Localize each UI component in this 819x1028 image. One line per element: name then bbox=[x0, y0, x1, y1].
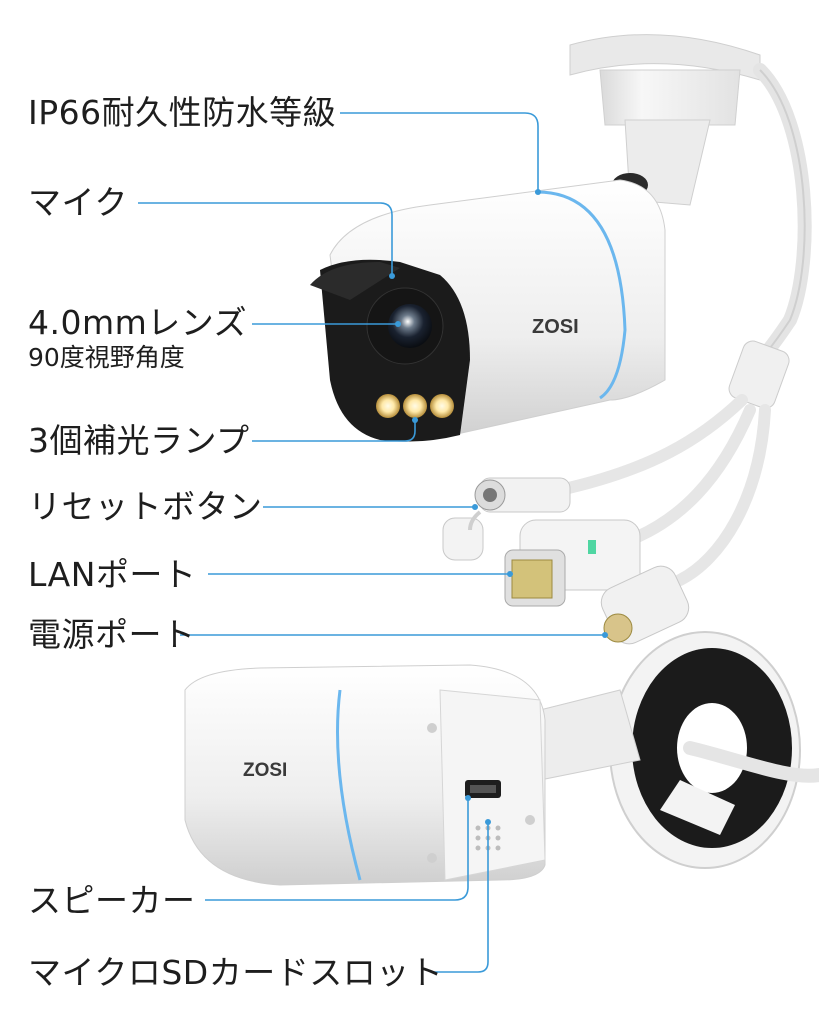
callout-reset-button: リセットボタン bbox=[28, 487, 263, 526]
cable-splitter bbox=[554, 340, 790, 586]
leader-leds bbox=[252, 420, 416, 442]
callout-lan-port: LANポート bbox=[28, 555, 197, 594]
callout-sd-slot: マイクロSDカードスロット bbox=[28, 953, 444, 992]
callout-lens: 4.0mmレンズ bbox=[28, 303, 248, 342]
brand-logo-top: ZOSI bbox=[532, 316, 579, 338]
leader-dots bbox=[389, 189, 608, 825]
wall-mount-bottom bbox=[609, 631, 819, 869]
power-port-connector bbox=[600, 565, 690, 645]
lan-port-connector bbox=[504, 519, 641, 607]
leader-lines bbox=[138, 112, 605, 973]
leader-sd-slot bbox=[432, 822, 489, 973]
brand-logo-bottom: ZOSI bbox=[243, 760, 287, 781]
wall-mount-top bbox=[569, 34, 761, 206]
leader-mic bbox=[138, 202, 393, 276]
callout-speaker: スピーカー bbox=[28, 881, 196, 920]
callout-fill-lights: 3個補光ランプ bbox=[28, 421, 250, 460]
camera-body-bottom: ZOSI bbox=[184, 664, 546, 886]
callout-lens-fov: 90度視野角度 bbox=[28, 343, 185, 372]
reset-button-connector bbox=[442, 477, 571, 561]
callout-microphone: マイク bbox=[28, 183, 128, 222]
leader-speaker bbox=[205, 798, 469, 901]
callout-power-port: 電源ポート bbox=[28, 615, 196, 654]
camera-body-top: ZOSI bbox=[310, 179, 666, 442]
leader-ip66 bbox=[340, 112, 539, 192]
callout-ip66: IP66耐久性防水等級 bbox=[28, 93, 337, 132]
